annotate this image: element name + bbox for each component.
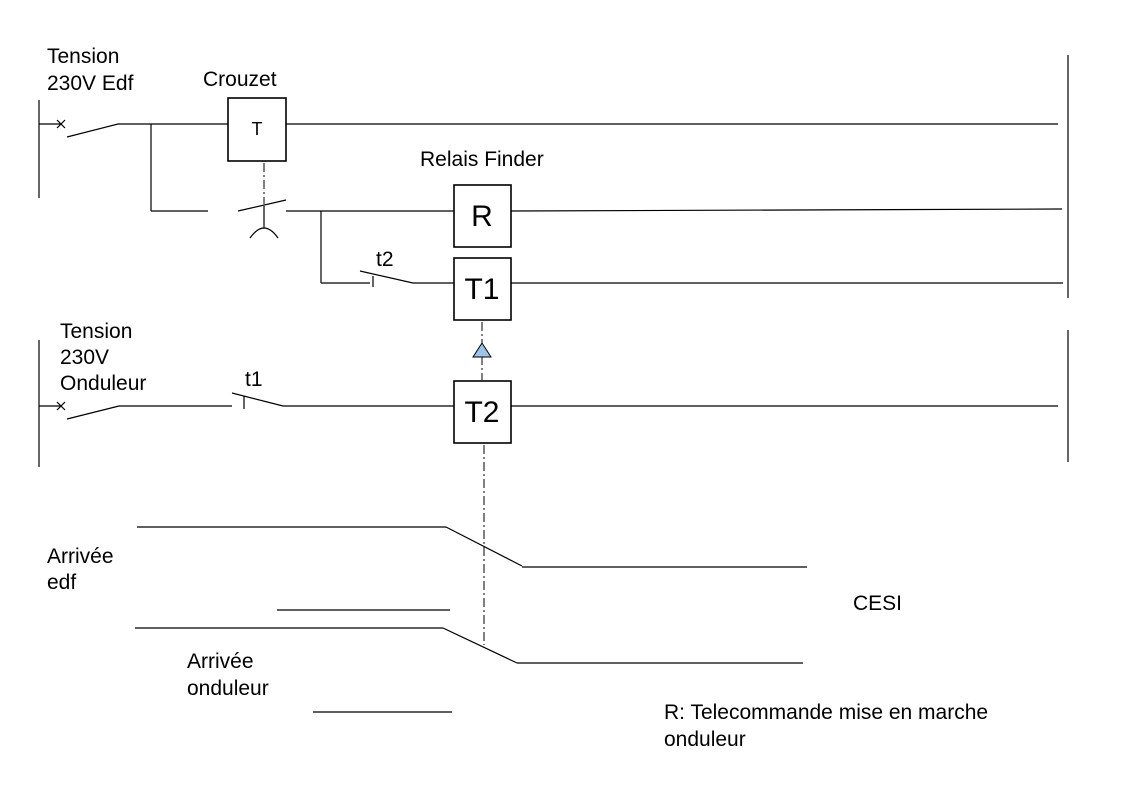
- relay-t2-label: T2: [464, 396, 499, 429]
- arrivee-onduleur-label-line2: onduleur: [187, 677, 269, 700]
- t2-contact: [359, 270, 454, 287]
- tension-edf-label-line1: Tension: [47, 45, 119, 68]
- crouzet-timer-label: T: [252, 119, 263, 139]
- tension-edf-label-line2: 230V Edf: [47, 72, 134, 95]
- cesi-label: CESI: [853, 592, 902, 615]
- relay-r-box: [453, 184, 512, 248]
- arrivee-onduleur-label-line1: Arrivée: [187, 650, 254, 673]
- relay-r-label: R: [471, 200, 493, 233]
- crouzet-timer-box: [227, 97, 287, 162]
- onduleur-breaker: [39, 401, 232, 420]
- changeover-switch-edf: [137, 526, 807, 611]
- edf-breaker: [39, 119, 228, 138]
- tension-onduleur-label-line1: Tension: [60, 320, 132, 343]
- relay-t2-box: [453, 380, 512, 444]
- t2-contact-label: t2: [376, 248, 394, 271]
- tension-onduleur-label-line3: Onduleur: [60, 372, 146, 395]
- crouzet-label: Crouzet: [203, 68, 277, 91]
- relay-t1-label: T1: [464, 273, 499, 306]
- changeover-switch-onduleur: [135, 627, 803, 713]
- relay-t1-box: [453, 257, 512, 321]
- t1-contact-label: t1: [245, 368, 263, 391]
- relais-finder-label: Relais Finder: [420, 148, 544, 171]
- tension-onduleur-label-line2: 230V: [60, 346, 109, 369]
- legend-line1: R: Telecommande mise en marche: [664, 701, 988, 724]
- relay-r-line: [510, 208, 1063, 212]
- arrivee-edf-label-line2: edf: [47, 571, 76, 594]
- arrivee-edf-label-line1: Arrivée: [47, 545, 114, 568]
- interlock-triangle-icon: [472, 342, 492, 358]
- timer-contact: [237, 199, 454, 239]
- legend-line2: onduleur: [664, 728, 746, 751]
- t1-contact: [231, 392, 454, 409]
